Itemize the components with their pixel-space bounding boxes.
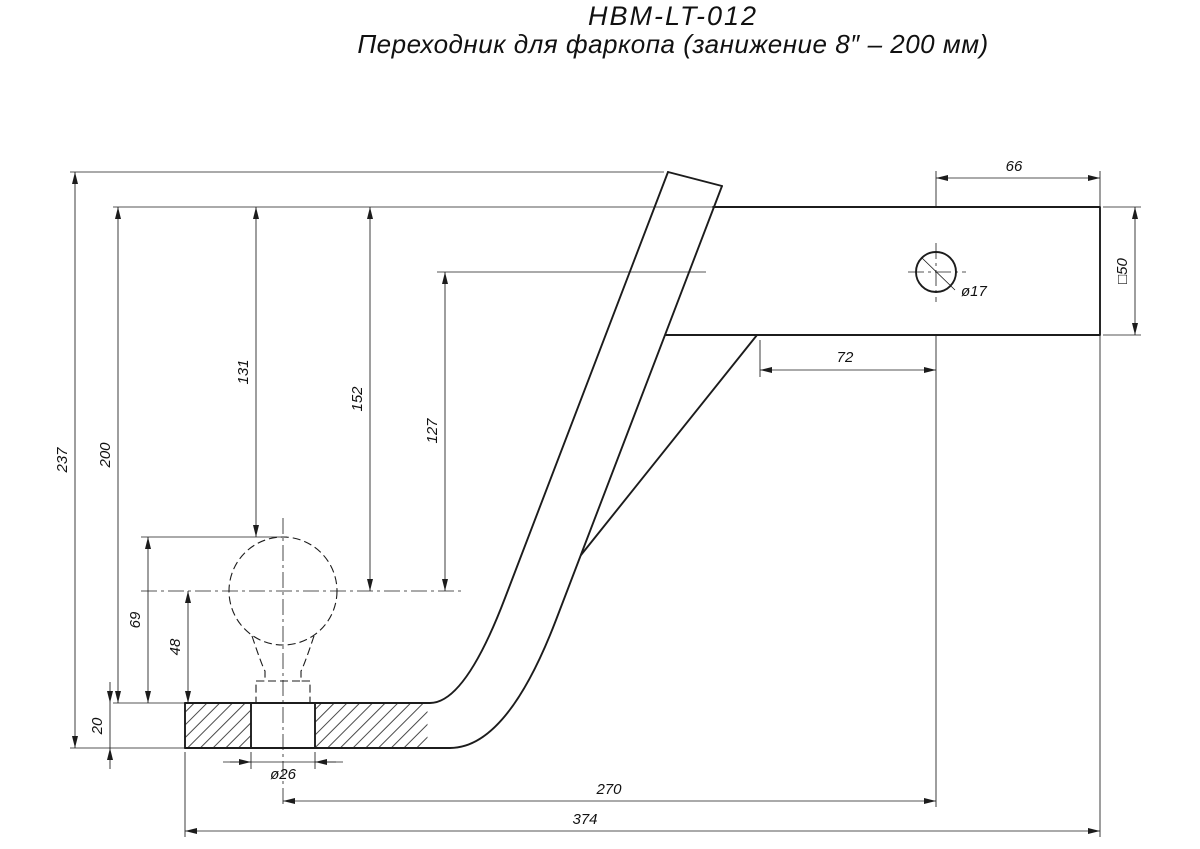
- dim-text-270: 270: [595, 781, 622, 798]
- dim-overall-height: 237: [54, 172, 78, 748]
- dim-hole-axis-to-ball-center: 127: [424, 272, 448, 591]
- dim-text-66: 66: [1006, 158, 1023, 175]
- dim-text-20: 20: [89, 717, 106, 735]
- part-outline: [184, 171, 1101, 749]
- dim-text-237: 237: [54, 447, 71, 474]
- extension-lines: [70, 171, 1141, 837]
- leader-line-hole-dia: [921, 257, 956, 291]
- tow-ball-neck-left: [251, 635, 266, 702]
- hatch-area-right: [315, 703, 428, 748]
- drawing-subtitle: Переходник для фаркопа (занижение 8″ – 2…: [357, 29, 988, 59]
- dim-gusset-to-hole: 72: [760, 349, 936, 373]
- tow-ball-phantom: [228, 536, 338, 702]
- dim-ball-center-above-plate: 48: [167, 591, 191, 703]
- dim-text-69: 69: [127, 611, 144, 628]
- dim-drop-height: 200: [97, 207, 121, 703]
- dim-text-200: 200: [97, 442, 114, 469]
- section-hatching: [185, 703, 428, 748]
- shank-tube-outline: [665, 206, 1101, 336]
- tow-ball-neck-right: [300, 635, 315, 702]
- tow-ball-sphere: [228, 536, 338, 646]
- dim-top-to-ball-top: 131: [235, 207, 259, 537]
- dim-shank-square: □50: [1114, 207, 1138, 335]
- dim-plate-hole-dia: ø26: [223, 759, 343, 783]
- dim-text-127: 127: [424, 418, 441, 444]
- drawing-title: HBM-LT-012: [588, 1, 758, 31]
- arm-top-cap-edge: [667, 171, 723, 187]
- arm-inner-edge-and-plate-top: [184, 171, 669, 704]
- dim-text-72: 72: [837, 349, 854, 366]
- dim-text-131: 131: [235, 359, 252, 384]
- dim-text-48: 48: [167, 638, 184, 655]
- shank-hole: [915, 251, 957, 293]
- dim-plate-thickness: 20: [89, 682, 113, 769]
- dim-shank-hole-dia: ø17: [921, 257, 988, 300]
- dim-text-50: □50: [1114, 257, 1131, 283]
- dim-ball-top-above-plate: 69: [127, 537, 151, 703]
- dim-top-to-ball-center: 152: [349, 207, 373, 591]
- dim-text-26: ø26: [270, 766, 297, 783]
- hatch-area-left: [185, 703, 251, 748]
- dim-text-374: 374: [572, 811, 597, 828]
- dim-overall-length: 374: [185, 811, 1100, 834]
- dim-text-152: 152: [349, 386, 366, 412]
- arm-outer-edge-and-plate-bottom: [184, 185, 723, 749]
- gusset-edge: [580, 334, 758, 556]
- dim-ball-axis-to-hole-axis: 270: [283, 781, 936, 804]
- title-block: HBM-LT-012 Переходник для фаркопа (заниж…: [357, 1, 988, 59]
- dim-shank-end-to-hole: 66: [936, 158, 1100, 181]
- dimensions: 66 □50 ø17 72 237 200 131 152: [54, 158, 1138, 834]
- centerlines: [141, 243, 966, 807]
- dim-text-hole-dia: ø17: [961, 283, 988, 300]
